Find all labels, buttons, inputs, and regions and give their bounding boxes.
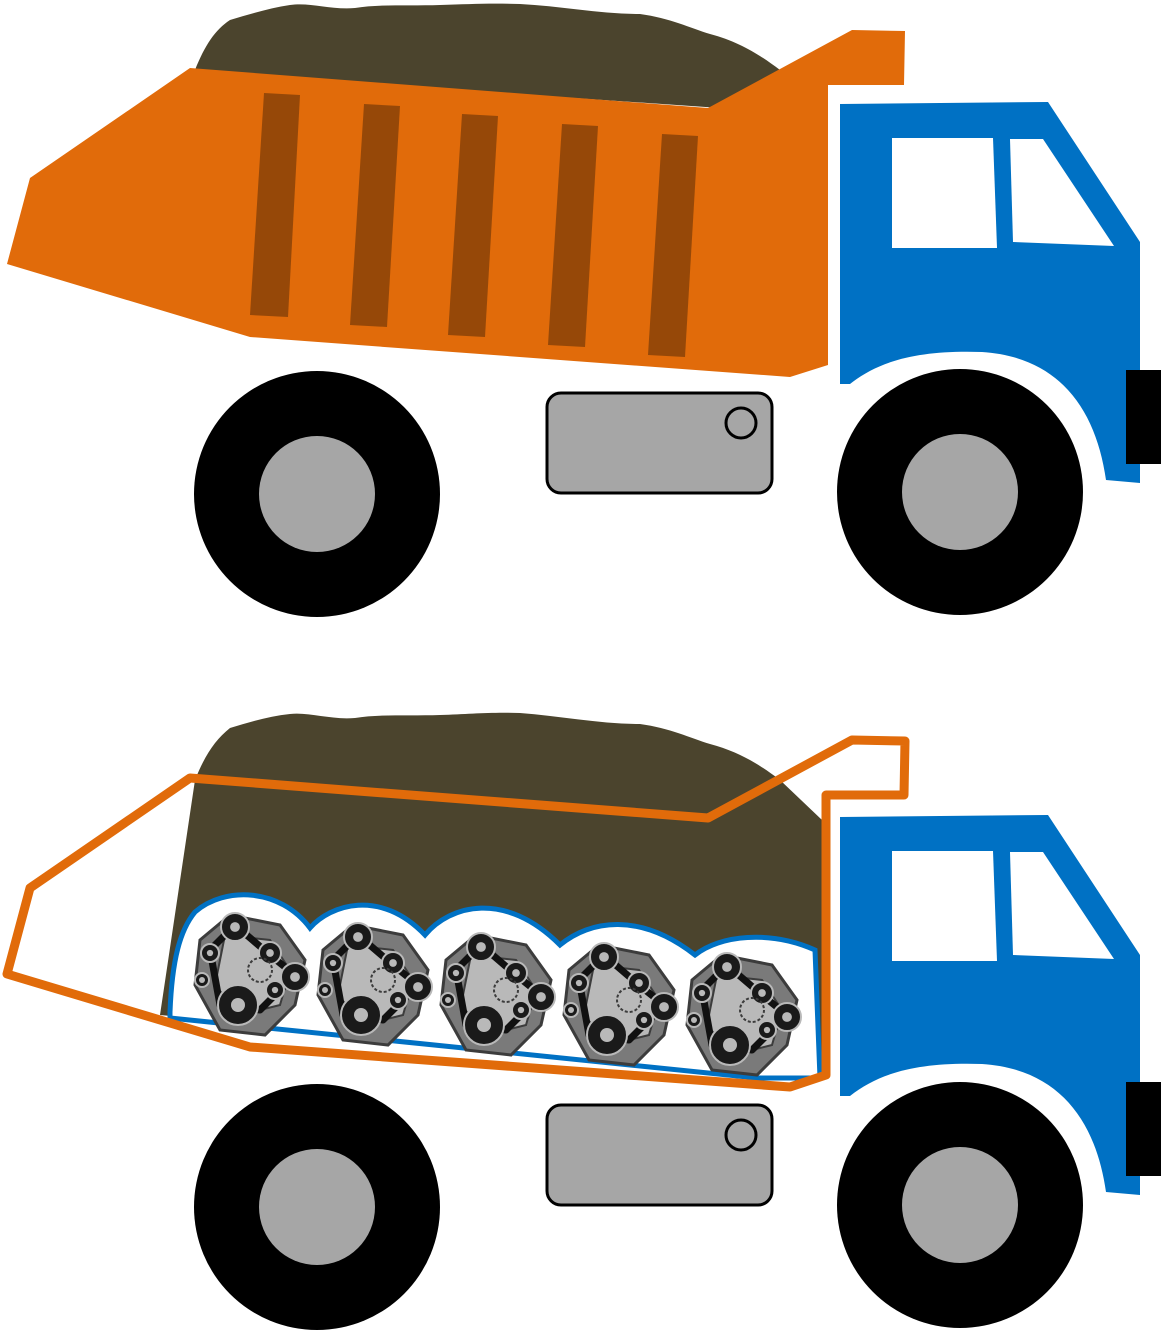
- engine-icon: [316, 922, 433, 1047]
- engine-icon: [193, 912, 310, 1037]
- engine-icon: [562, 942, 679, 1067]
- engine-icon: [685, 952, 802, 1077]
- wheel-front-icon: [837, 369, 1083, 615]
- front-bumper: [1126, 370, 1161, 464]
- cab-window-right: [1010, 852, 1114, 959]
- front-bumper: [1126, 1082, 1161, 1176]
- fuel-tank-icon: [545, 391, 774, 495]
- engine-icon: [439, 932, 556, 1057]
- dump-bed-outline: [2, 735, 910, 1092]
- wheel-rear-icon: [194, 1084, 440, 1330]
- truck-top-icon: [7, 3, 1161, 617]
- fuel-tank-icon: [545, 1103, 774, 1207]
- bed-stripes: [250, 93, 698, 357]
- wheel-front-icon: [837, 1082, 1083, 1328]
- cab-window-left: [892, 851, 997, 961]
- wheel-rear-icon: [194, 371, 440, 617]
- cab-window-left: [892, 138, 997, 248]
- engine-row: [193, 912, 802, 1077]
- truck-bottom-icon: [2, 712, 1161, 1330]
- cab-window-right: [1010, 139, 1114, 246]
